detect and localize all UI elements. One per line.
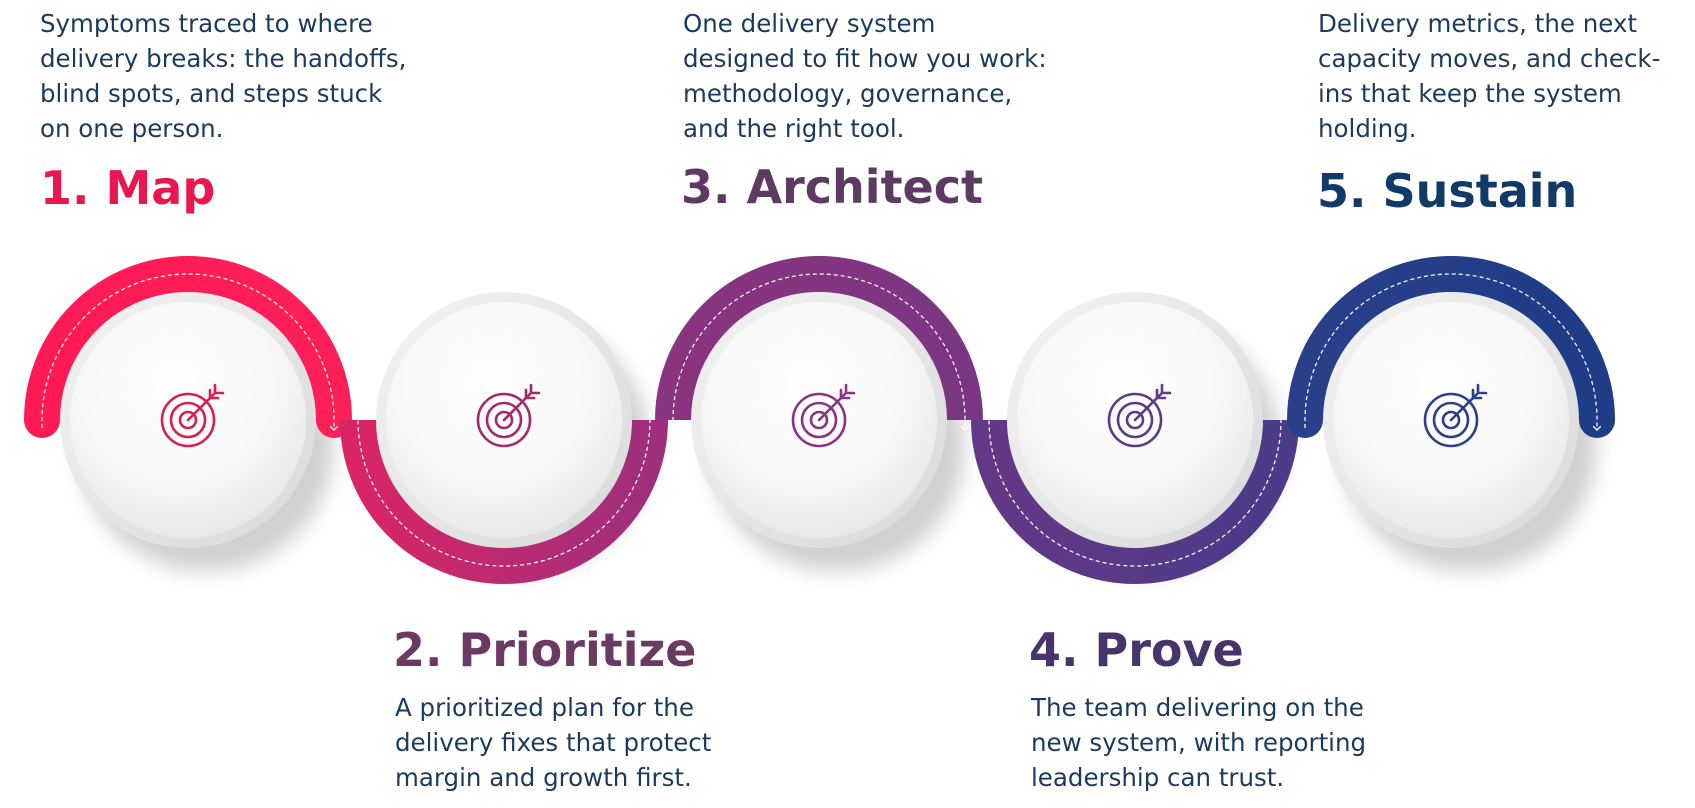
step-icons [160,383,1488,448]
target-arrow-icon [476,383,541,448]
dashed-arrow-guide [989,410,1282,567]
step-5-description: Delivery metrics, the next capacity move… [1318,9,1661,143]
step-4-title: 4. Prove [1029,623,1244,677]
step-3-title: 3. Architect [681,160,984,214]
step-3-description: One delivery system designed to fit how … [683,9,1047,143]
step-1-description: Symptoms traced to where delivery breaks… [40,9,407,143]
dashed-arrow-guide [358,410,651,567]
step-2-description: A prioritized plan for the delivery fixe… [395,693,712,792]
connector-arcs [24,256,1615,584]
step-5-title: 5. Sustain [1317,164,1578,218]
step-2-title: 2. Prioritize [393,623,697,677]
step-4-description: The team delivering on the new system, w… [1031,693,1367,792]
target-arrow-icon [160,383,225,448]
dashed-arrow-guide [41,273,334,430]
dashed-arrow-guide [672,273,965,430]
target-arrow-icon [1107,383,1172,448]
dashed-arrow-guide [1304,273,1597,430]
step-1-title: 1. Map [40,161,216,215]
target-arrow-icon [1423,383,1488,448]
target-arrow-icon [791,383,856,448]
